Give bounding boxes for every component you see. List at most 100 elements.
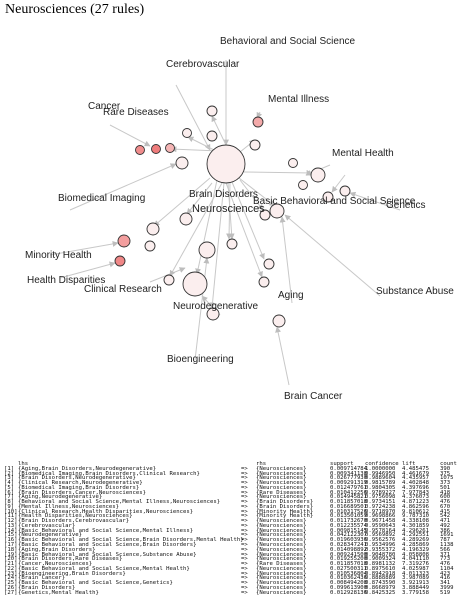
- page-title: Neurosciences (27 rules): [5, 2, 145, 17]
- cell-confidence: 0.8743590: [365, 580, 396, 587]
- cell-rhs: {Neurosciences}: [256, 537, 307, 544]
- rule-node-14[interactable]: [322, 191, 334, 203]
- rule-node-0[interactable]: [206, 144, 246, 184]
- rule-node-26[interactable]: [163, 274, 175, 286]
- rule-node-21[interactable]: [198, 241, 216, 259]
- rule-node-13[interactable]: [339, 185, 351, 197]
- cell-count: 1138: [440, 542, 454, 549]
- rule-node-22[interactable]: [117, 234, 131, 248]
- rule-node-10[interactable]: [310, 167, 326, 183]
- item-label-cerebrovascular: Cerebrovascular: [166, 59, 240, 70]
- rule-node-16[interactable]: [179, 212, 193, 226]
- cell-lift: 4.196329: [402, 546, 429, 553]
- cell-lhs: {Basic Behavioral and Social Science,Gen…: [18, 580, 173, 587]
- edge-18: [239, 179, 264, 211]
- cell-arrow: =>: [241, 537, 248, 544]
- cell-rhs: {Neurosciences}: [256, 527, 307, 534]
- cell-confidence: 0.8942918: [365, 570, 396, 577]
- cell-arrow: =>: [241, 527, 248, 534]
- rule-node-6[interactable]: [206, 105, 218, 117]
- cell-confidence: 0.9724238: [365, 503, 396, 510]
- rule-node-11[interactable]: [288, 158, 298, 168]
- rule-node-19[interactable]: [226, 238, 238, 250]
- edge-6: [349, 191, 401, 211]
- cell-arrow: =>: [241, 494, 248, 501]
- header-rhs: rhs: [256, 461, 267, 467]
- rule-node-9[interactable]: [175, 156, 189, 170]
- cell-count: 390: [440, 465, 451, 472]
- cell-arrow: =>: [241, 513, 248, 520]
- item-label-aging: Aging: [278, 290, 304, 301]
- rule-node-3[interactable]: [165, 143, 175, 153]
- rule-node-12[interactable]: [298, 180, 308, 190]
- cell-count: 476: [440, 561, 451, 568]
- table-row: [8]{Behavioral and Social Science,Mental…: [4, 499, 462, 505]
- cell-lift: 7.977843: [402, 489, 429, 496]
- rule-node-23[interactable]: [114, 255, 126, 267]
- header-count: count: [440, 461, 457, 467]
- cell-lhs: {Brain Disorders,Rare Diseases}: [18, 556, 123, 563]
- rule-node-25[interactable]: [263, 258, 275, 270]
- rule-node-24[interactable]: [182, 271, 208, 297]
- edge-1: [175, 84, 211, 151]
- cell-lhs: {Basic Behavioral and Social Science,Men…: [18, 527, 194, 534]
- cell-count: 371: [440, 551, 451, 558]
- cell-lift: 3.888449: [402, 584, 429, 591]
- edge-27: [226, 181, 233, 240]
- association-rule-graph: Behavioral and Social ScienceCerebrovasc…: [25, 36, 454, 402]
- cell-lhs: {Cerebrovascular}: [18, 522, 76, 529]
- item-label-behavioral-and-social-science: Behavioral and Social Science: [220, 36, 356, 47]
- cell-rhs: {Neurosciences}: [256, 470, 307, 477]
- cell-arrow: =>: [241, 503, 248, 510]
- item-label-cancer: Cancer: [88, 101, 121, 112]
- cell-lhs: {Brain Disorders,Neurodegenerative}: [18, 475, 136, 482]
- cell-lift: 4.397696: [402, 484, 429, 491]
- edge-9: [59, 261, 116, 279]
- cell-arrow: =>: [241, 465, 248, 472]
- rule-node-15[interactable]: [269, 203, 285, 219]
- rule-node-4[interactable]: [182, 128, 192, 138]
- cell-lift: 4.296261: [402, 527, 429, 534]
- cell-support: 0.016689501: [330, 503, 368, 510]
- cell-lhs: {Aging,Brain Disorders}: [18, 546, 96, 553]
- edge-25: [195, 179, 218, 275]
- item-label-substance-abuse: Substance Abuse: [376, 286, 454, 297]
- cell-lhs: {Biomedical Imaging,Brain Disorders,Clin…: [18, 470, 200, 477]
- labels-layer: Behavioral and Social ScienceCerebrovasc…: [25, 36, 454, 402]
- rule-node-29[interactable]: [272, 314, 286, 328]
- cell-arrow: =>: [241, 484, 248, 491]
- cell-confidence: 0.8975610: [365, 565, 396, 572]
- table-row: [1]{Aging,Brain Disorders,Neurodegenerat…: [4, 465, 462, 472]
- item-label-health-disparities: Health Disparities: [27, 275, 105, 286]
- rule-node-18[interactable]: [259, 209, 271, 221]
- rule-node-17[interactable]: [146, 222, 160, 236]
- cell-support: 0.099613900: [330, 584, 368, 591]
- cell-rhs: {Neurosciences}: [256, 580, 307, 587]
- cell-idx: [4]: [4, 480, 15, 487]
- cell-arrow: =>: [241, 522, 248, 529]
- rule-node-20[interactable]: [144, 240, 156, 252]
- rule-node-27[interactable]: [258, 276, 270, 288]
- cell-rhs: {Neurosciences}: [256, 480, 307, 487]
- cell-support: 0.014945821: [330, 494, 368, 501]
- cell-rhs: {Neurosciences}: [256, 584, 307, 591]
- rule-node-2[interactable]: [135, 145, 145, 155]
- rule-node-1[interactable]: [151, 144, 161, 154]
- table-row: [25]{Basic Behavioral and Social Science…: [4, 580, 462, 587]
- cell-support: 0.011857018: [330, 561, 368, 568]
- rule-node-28[interactable]: [206, 307, 220, 321]
- cell-lift: 9.787310: [402, 513, 429, 520]
- cell-count: 418: [440, 489, 451, 496]
- cell-rhs: {Neurosciences}: [256, 465, 307, 472]
- cell-lift: 4.025987: [402, 565, 429, 572]
- table-row: [13]{Cerebrovascular}=>{Neurosciences}0.…: [4, 522, 462, 529]
- cell-lhs: {Brain Cancer}: [18, 575, 66, 582]
- table-row: [23]{Bioengineering,Brain Disorders}=>{N…: [4, 570, 462, 577]
- cell-arrow: =>: [241, 551, 248, 558]
- cell-count: 386: [440, 527, 451, 534]
- rule-node-5[interactable]: [206, 130, 218, 142]
- cell-lift: 3.779158: [402, 589, 429, 596]
- rule-node-8[interactable]: [249, 139, 261, 151]
- cell-rhs: {Neurosciences}: [256, 542, 307, 549]
- rule-node-7[interactable]: [252, 116, 264, 128]
